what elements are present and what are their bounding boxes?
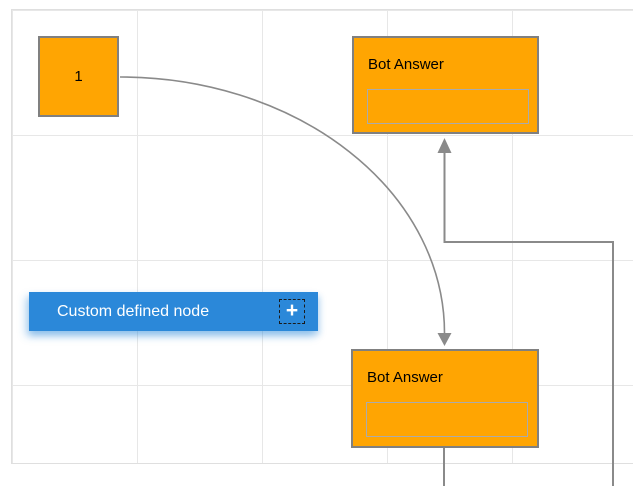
arrowhead-down-icon xyxy=(437,333,452,346)
connector-curve[interactable] xyxy=(119,76,452,346)
add-port-button[interactable]: + xyxy=(279,299,305,324)
node-bot-answer-bottom[interactable]: Bot Answer xyxy=(351,349,539,448)
node-input-field[interactable] xyxy=(366,402,528,437)
plus-icon: + xyxy=(285,299,299,322)
connector-curve-path[interactable] xyxy=(119,76,446,334)
connector-elbow-path[interactable] xyxy=(443,153,614,486)
node-start-square[interactable]: 1 xyxy=(38,36,119,117)
node-title: Bot Answer xyxy=(367,369,443,386)
node-start-label: 1 xyxy=(74,68,83,85)
connector-elbow[interactable] xyxy=(437,138,614,486)
node-bot-answer-top[interactable]: Bot Answer xyxy=(352,36,539,134)
node-title: Bot Answer xyxy=(368,56,444,73)
node-custom-defined[interactable]: Custom defined node + xyxy=(29,292,318,331)
arrowhead-up-icon xyxy=(437,138,452,153)
node-input-field[interactable] xyxy=(367,89,529,124)
node-custom-label: Custom defined node xyxy=(57,302,210,320)
